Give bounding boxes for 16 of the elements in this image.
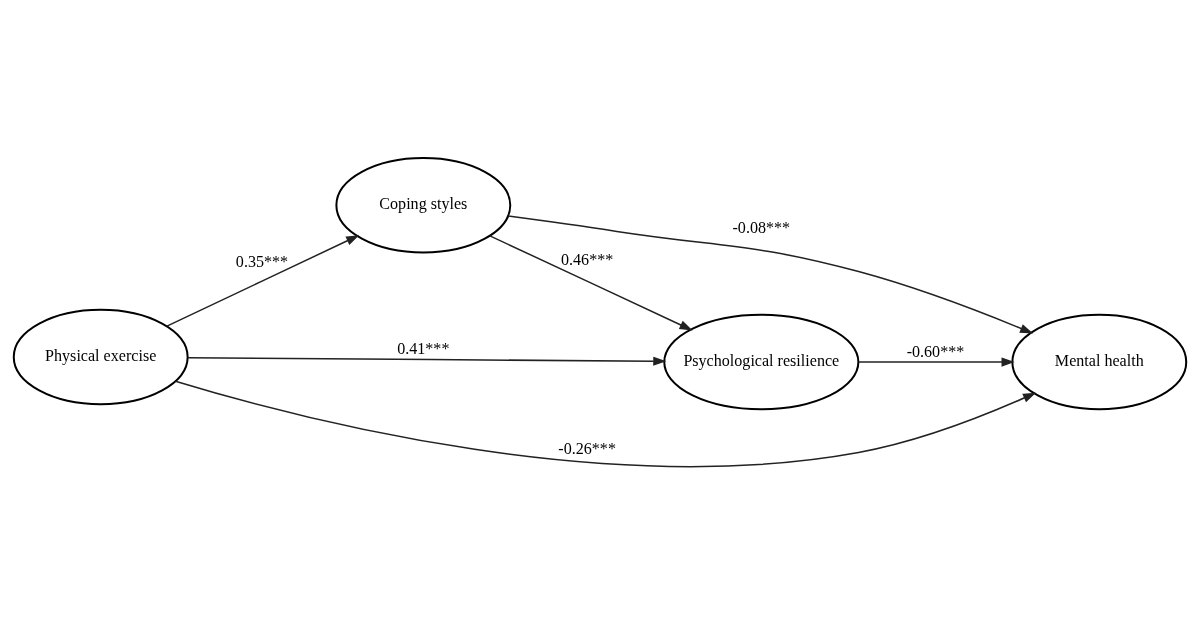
arrow <box>489 234 693 330</box>
edge-label: -0.60*** <box>906 342 965 360</box>
arrow <box>174 379 1037 467</box>
edge-label: 0.35*** <box>235 252 289 270</box>
edge-label: -0.08*** <box>732 218 791 236</box>
edge-label: 0.46*** <box>561 250 614 268</box>
arrow <box>187 356 667 366</box>
edge-label: -0.26*** <box>558 439 616 457</box>
node-ellipse: Mental health <box>1011 313 1188 410</box>
node-ellipse: Coping styles <box>335 156 512 253</box>
arrow <box>166 234 360 327</box>
node-ellipse: Physical exercise <box>12 308 189 405</box>
node-ellipse: Psychological resilience <box>663 313 860 410</box>
arrow <box>507 214 1034 333</box>
arrow <box>857 356 1015 367</box>
edge-label: 0.41*** <box>397 339 450 357</box>
